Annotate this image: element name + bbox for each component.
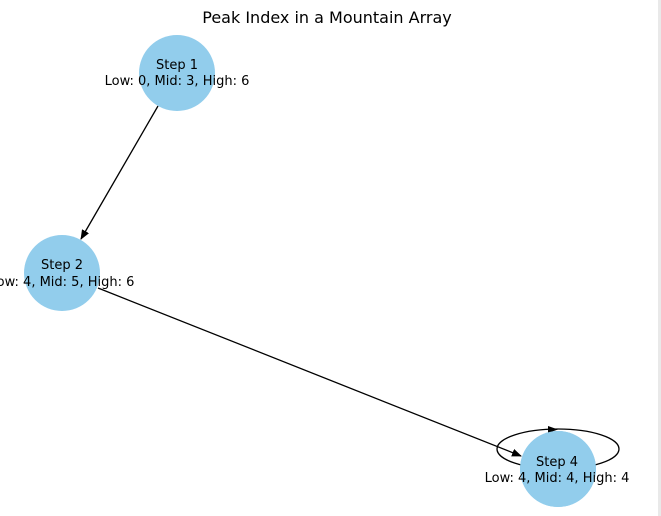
node-step-1-circle [139, 35, 215, 111]
edge-step4-self-loop-arrowhead [548, 426, 558, 433]
edges-layer [80, 105, 522, 457]
node-step-1-title: Step 1 [156, 58, 198, 73]
diagram-title: Peak Index in a Mountain Array [202, 8, 452, 27]
node-step-2-circle [24, 235, 100, 311]
node-step-4: Step 4 Low: 4, Mid: 4, High: 4 [485, 426, 630, 507]
node-step-2-title: Step 2 [41, 258, 83, 273]
node-step-1-detail: Low: 0, Mid: 3, High: 6 [105, 74, 250, 89]
node-step-2: Step 2 Low: 4, Mid: 5, High: 6 [0, 235, 134, 311]
node-step-4-circle-cover [520, 431, 596, 507]
node-step-1: Step 1 Low: 0, Mid: 3, High: 6 [105, 35, 250, 111]
node-step-4-detail: Low: 4, Mid: 4, High: 4 [485, 471, 630, 486]
node-step-4-title: Step 4 [536, 455, 578, 470]
edge-step1-to-step2 [80, 105, 159, 240]
node-step-2-detail: Low: 4, Mid: 5, High: 6 [0, 275, 134, 290]
right-edge-strip [658, 0, 661, 516]
edge-step2-to-step4 [97, 287, 522, 457]
